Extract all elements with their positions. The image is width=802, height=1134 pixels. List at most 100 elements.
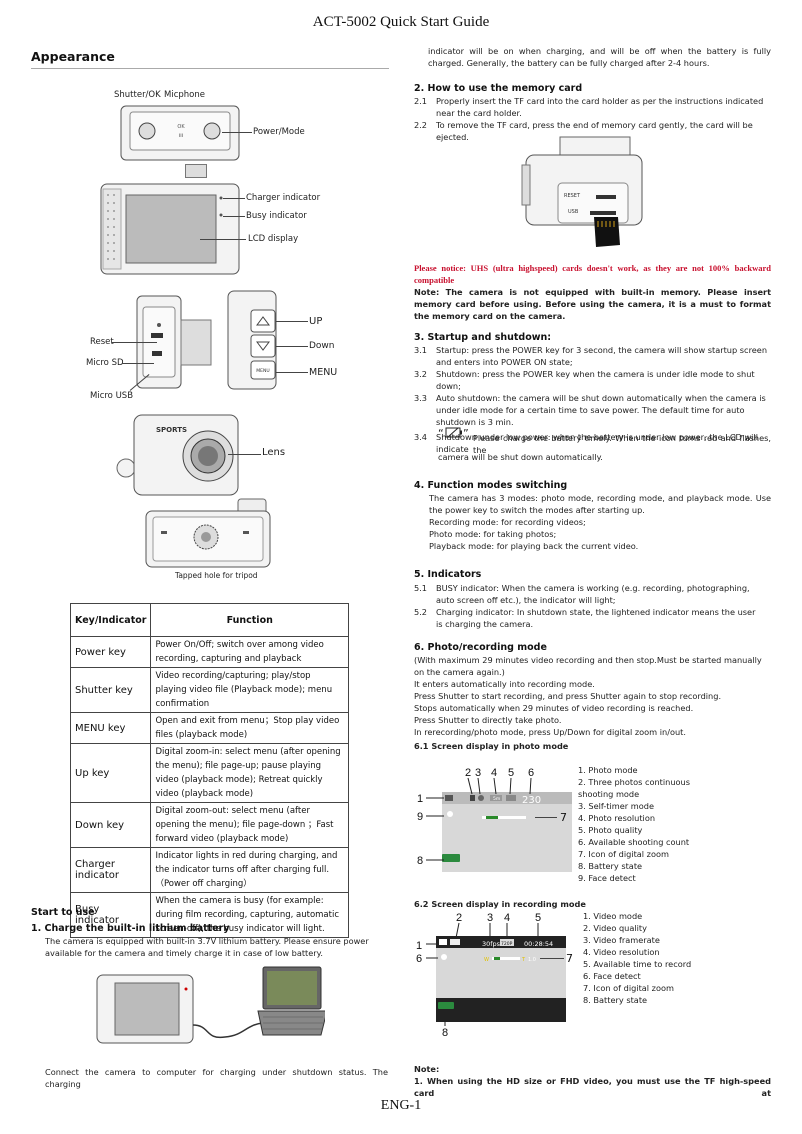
label-charger-indicator: Charger indicator [246,193,321,203]
charging-continued-text: indicator will be on when charging, and … [428,46,771,68]
key-cell: Power key [69,636,152,668]
photo-mode-legend: 1. Photo mode 2. Three photos continuous… [578,765,690,883]
svg-text:“: “ [438,427,444,440]
zoom-label: 1.0 [528,957,536,963]
function-cell: Power On/Off; switch over among video re… [150,636,349,668]
svg-text:9: 9 [417,811,423,823]
time-label: 00:28:54 [524,940,553,948]
camera-bottom-mount [185,164,207,178]
label-power-mode: Power/Mode [253,127,305,137]
key-cell: Busy indicator [69,892,152,938]
label-micro-usb: Micro USB [90,391,134,401]
photo-mode-subheading: 6.1 Screen display in photo mode [414,741,569,751]
fps-label: 30fps [482,940,501,948]
recording-mode-subheading: 6.2 Screen display in recording mode [414,899,586,909]
svg-text:2: 2 [456,912,462,924]
svg-text:1: 1 [416,940,422,952]
start-heading: Start to use [31,907,95,918]
photo-count-label: 230 [522,795,541,806]
svg-text:W: W [484,957,489,963]
table-header-function: Function [150,603,349,637]
memory-card-heading: 2. How to use the memory card [414,83,583,94]
photo-res-label: 5m [493,796,500,802]
uhs-notice: Please notice: UHS (ultra highspeed) car… [414,263,771,285]
startup-heading: 3. Startup and shutdown: [414,332,552,343]
key-cell: Down key [69,802,152,848]
svg-text:OK: OK [177,124,185,130]
svg-text:”: ” [463,427,469,440]
res-label: 720P [501,941,513,947]
function-modes-text: The camera has 3 modes: photo mode, reco… [429,493,771,551]
low-battery-text-2: camera will be shut down automatically. [438,452,603,462]
function-cell: Digital zoom-in: select menu (after open… [150,743,349,803]
table-header-key: Key/Indicator [69,603,152,637]
camera-bottom-view [143,497,273,569]
card-slot-illustration: RESET USB [520,135,645,253]
connect-text: Connect the camera to computer for charg… [45,1067,388,1089]
label-lcd-display: LCD display [248,234,299,244]
key-cell: MENU key [69,712,152,744]
camera-back-view [100,183,240,275]
function-cell: Video recording/capturing; play/stop pla… [150,667,349,713]
table-header-row: Key/Indicator Function [69,603,349,637]
document-title: ACT-5002 Quick Start Guide [312,14,490,30]
low-battery-text: Please charge the battery timely. When t… [473,433,771,455]
svg-text:ııı: ııı [178,132,183,139]
label-reset: Reset [90,337,114,347]
charging-illustration [95,965,328,1055]
function-cell: When the camera is busy (for example: du… [150,892,349,938]
label-micphone: Micphone [164,90,205,100]
key-cell: Up key [69,743,152,803]
svg-text:T: T [521,957,526,963]
label-lens: Lens [262,447,286,458]
svg-text:3: 3 [487,912,493,924]
svg-text:8: 8 [442,1027,448,1038]
charge-text: The camera is equipped with built-in 3.7… [45,936,369,958]
photo-recording-text: (With maximum 29 minutes video recording… [414,655,762,737]
svg-text:6: 6 [528,767,534,779]
section-divider [31,68,389,69]
svg-text:4: 4 [504,912,510,924]
page-number: ENG-1 [380,1098,422,1113]
memory-note: Note: The camera is not equipped with bu… [414,287,771,321]
key-cell: Shutter key [69,667,152,713]
reset-label: RESET [564,193,581,199]
camera-right-side-view: MENU [227,290,277,390]
final-note-text: 1. When using the HD size or FHD video, … [414,1076,771,1098]
svg-text:8: 8 [417,855,423,867]
indicators-heading: 5. Indicators [414,569,482,580]
low-battery-icon: “ ” [438,425,470,445]
usb-label: USB [568,209,579,215]
charge-heading: 1. Charge the built-in lithium battery [31,923,230,934]
svg-text:5: 5 [508,767,514,779]
photo-recording-heading: 6. Photo/recording mode [414,642,547,653]
label-shutter-ok: Shutter/OK [114,90,161,100]
svg-text:3: 3 [475,767,481,779]
svg-text:4: 4 [491,767,497,779]
label-busy-indicator: Busy indicator [246,211,307,221]
svg-text:5: 5 [535,912,541,924]
label-menu: MENU [309,367,338,378]
key-cell: Charger indicator [69,847,152,893]
callout-7-rec: 7 [566,952,573,965]
svg-text:6: 6 [416,953,422,965]
final-note-label: Note: [414,1064,440,1074]
appearance-heading: Appearance [31,49,115,64]
